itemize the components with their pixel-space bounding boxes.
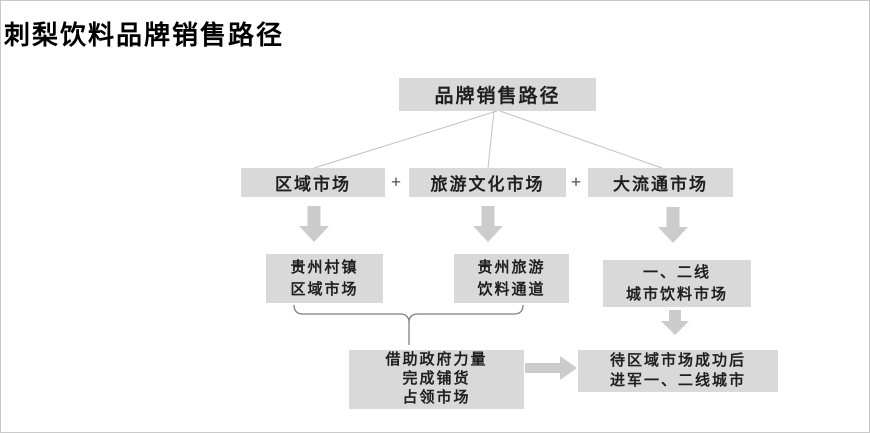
- brace: [293, 304, 524, 322]
- node-tourism-culture-market: 旅游文化市场: [409, 168, 566, 197]
- node-label: 大流通市场: [613, 175, 708, 194]
- connector-line: [313, 110, 498, 169]
- down-arrow: [658, 207, 688, 243]
- node-mass-distribution-market: 大流通市场: [588, 168, 733, 197]
- node-label-line: 城市饮料市场: [625, 286, 728, 303]
- connector-line: [487, 110, 495, 169]
- node-label-line: 区域市场: [290, 281, 359, 298]
- node-label: 品牌销售路径: [434, 86, 561, 107]
- node-label-line: 一、二线: [642, 264, 711, 281]
- node-label: 区域市场: [275, 175, 351, 194]
- node-label-line: 完成铺货: [402, 371, 471, 387]
- node-label-line: 借助政府力量: [385, 352, 488, 368]
- node-label-line: 进军一、二线城市: [609, 373, 746, 389]
- node-guizhou-village-regional-market: 贵州村镇 区域市场: [266, 254, 383, 303]
- node-label-line: 贵州村镇: [290, 259, 359, 276]
- node-guizhou-tourism-beverage-channel: 贵州旅游 饮料通道: [454, 254, 569, 303]
- page-title: 刺梨饮料品牌销售路径: [4, 21, 285, 50]
- plus-sign: +: [390, 172, 402, 192]
- node-label-line: 待区域市场成功后: [609, 353, 746, 369]
- node-label-line: 饮料通道: [477, 281, 546, 298]
- node-government-strategy: 借助政府力量 完成铺货 占领市场: [349, 350, 524, 409]
- connector-line: [499, 110, 663, 169]
- node-city-expansion: 待区域市场成功后 进军一、二线城市: [578, 350, 778, 392]
- plus-sign: +: [570, 172, 582, 192]
- node-label-line: 占领市场: [402, 390, 471, 406]
- node-brand-sales-path: 品牌销售路径: [399, 78, 596, 111]
- right-arrow: [525, 356, 577, 380]
- node-regional-market: 区域市场: [241, 168, 385, 197]
- down-arrow: [299, 206, 329, 242]
- node-tier1-2-city-beverage-market: 一、二线 城市饮料市场: [603, 260, 751, 307]
- down-arrow: [661, 310, 689, 335]
- node-label-line: 贵州旅游: [477, 259, 546, 276]
- down-arrow: [473, 206, 503, 242]
- node-label: 旅游文化市场: [430, 175, 545, 194]
